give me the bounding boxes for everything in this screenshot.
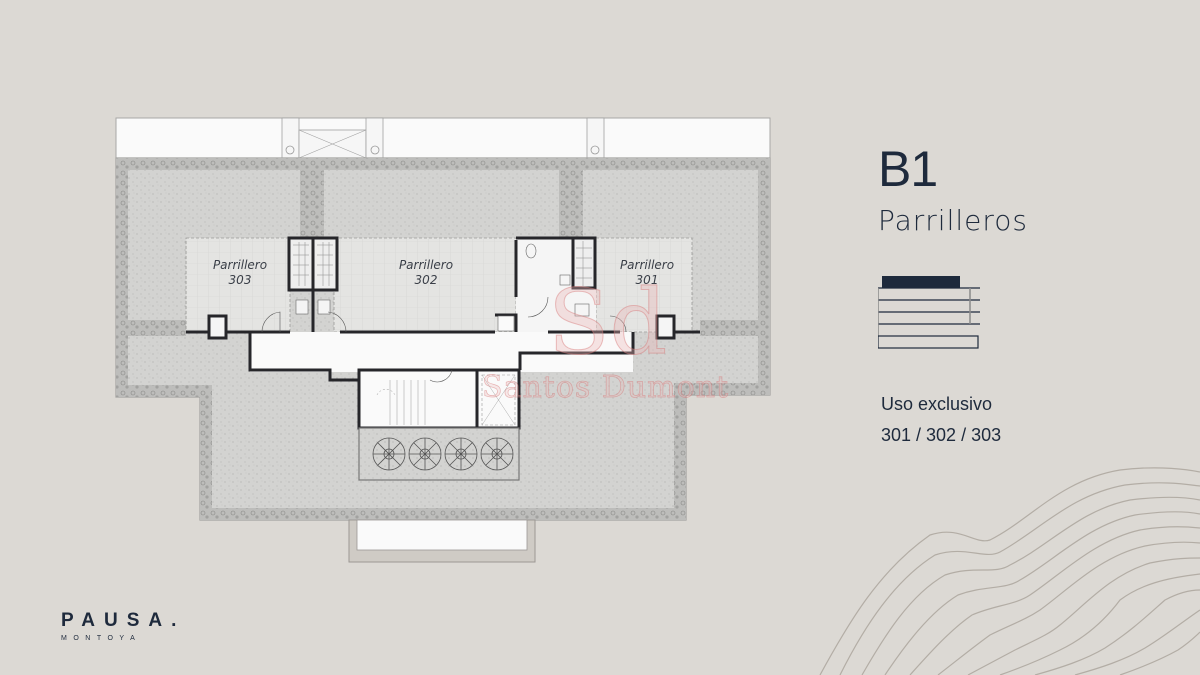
usage-label: Uso exclusivo (881, 394, 993, 414)
brand-subtitle: MONTOYA (61, 635, 142, 642)
room-label-302: Parrillero 302 (386, 258, 466, 288)
room-title: Parrillero (212, 258, 268, 272)
brand-logo: PAUSA. (61, 610, 186, 631)
room-title: Parrillero (398, 258, 454, 272)
room-label-301: Parrillero 301 (607, 258, 687, 288)
building-level-icon (878, 276, 980, 349)
parrillero-area-303 (185, 237, 291, 333)
planter-hedges (116, 158, 770, 520)
room-number: 303 (228, 273, 252, 287)
corridor (250, 332, 633, 372)
usage-units: 301 / 302 / 303 (881, 425, 1002, 445)
room-number: 302 (414, 273, 438, 287)
watermark-monogram: Sd (547, 270, 668, 376)
room-title: Parrillero (619, 258, 675, 272)
unit-code: B1 (878, 141, 938, 197)
balcony-strip (115, 117, 771, 159)
unit-name: Parrilleros (878, 204, 1028, 237)
watermark-text: Santos Dumont (482, 370, 730, 406)
room-label-303: Parrillero 303 (200, 258, 280, 288)
contour-art-decoration (819, 467, 1200, 675)
parrillero-area-302 (333, 237, 517, 333)
room-number: 301 (635, 273, 659, 287)
